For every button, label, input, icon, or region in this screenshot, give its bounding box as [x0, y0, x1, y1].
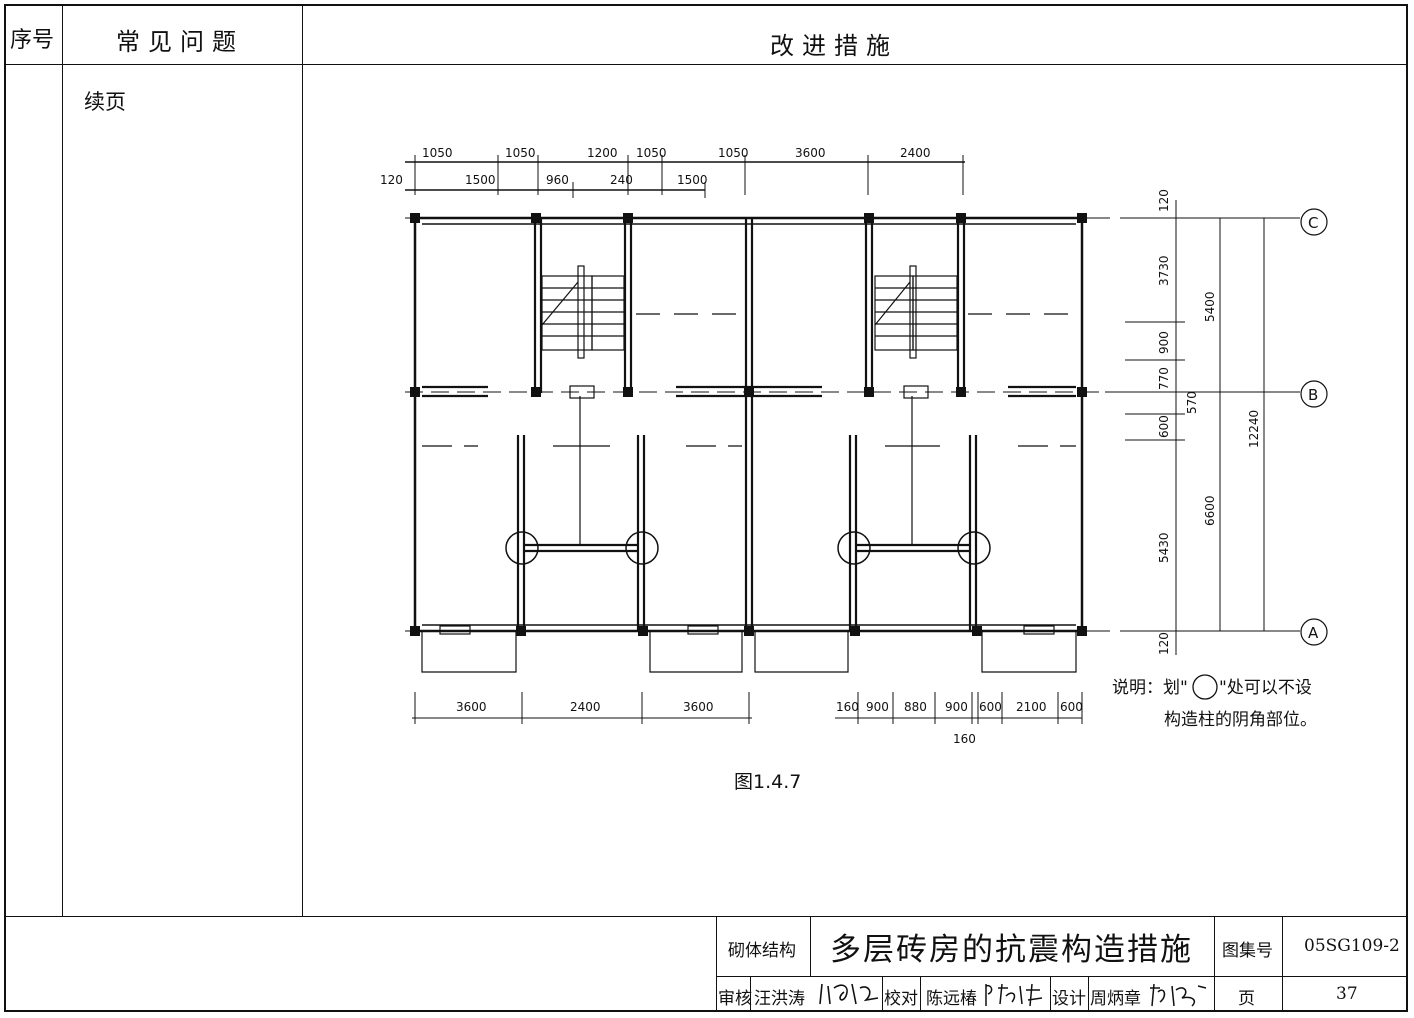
dim-top-6: 3600 [795, 146, 826, 160]
dim-bot-extra: 160 [953, 732, 976, 746]
tb-mid [716, 976, 1408, 977]
dim-top-1: 1050 [422, 146, 453, 160]
tb-atlas-label: 图集号 [1222, 941, 1273, 961]
dim-top2-5: 1500 [677, 173, 708, 187]
dim-bot-r1: 160 [836, 700, 859, 714]
tb-v3 [1282, 916, 1283, 1010]
header-no: 序号 [10, 28, 55, 53]
dim-right-6: 600 [1157, 415, 1171, 438]
dim-bot-r5: 600 [979, 700, 1002, 714]
tb-designer: 周炳章 [1090, 989, 1141, 1009]
figure-caption: 图1.4.7 [734, 771, 801, 793]
designer-signature [1150, 983, 1207, 1007]
note-line1-b: "处可以不设 [1219, 678, 1312, 698]
dim-bot-2: 2400 [570, 700, 601, 714]
dim-top-2: 1050 [505, 146, 536, 160]
tb-v2 [1214, 916, 1215, 1010]
tb-v8 [1088, 976, 1089, 1010]
dim-bot-r6: 2100 [1016, 700, 1047, 714]
note-line2: 构造柱的阴角部位。 [1164, 710, 1317, 730]
tb-v7 [1050, 976, 1051, 1010]
tb-left [716, 916, 717, 1010]
dim-top2-3: 960 [546, 173, 569, 187]
dim-bot-r7: 600 [1060, 700, 1083, 714]
drawing-frame [4, 4, 1408, 1012]
dim-right-5: 570 [1185, 391, 1199, 414]
dim-outer: 12240 [1247, 410, 1261, 448]
axis-c-label: C [1308, 214, 1318, 232]
dim-top-3: 1200 [587, 146, 618, 160]
dim-mid-1: 5400 [1203, 291, 1217, 322]
tb-checker: 陈远椿 [926, 989, 977, 1009]
titleblock-top [716, 916, 1408, 917]
dim-right-3: 900 [1157, 331, 1171, 354]
tb-v6 [920, 976, 921, 1010]
axis-a-label: A [1308, 624, 1319, 642]
dim-right-8: 120 [1157, 632, 1171, 655]
tb-page-no: 37 [1336, 984, 1358, 1004]
tb-v5 [882, 976, 883, 1010]
dim-top2-1: 120 [380, 173, 403, 187]
dim-top2-2: 1500 [465, 173, 496, 187]
axis-b-label: B [1308, 386, 1318, 404]
dim-bot-r2: 900 [866, 700, 889, 714]
dim-top-7: 2400 [900, 146, 931, 160]
header-problem: 常见问题 [116, 28, 244, 56]
note-line1-a: 说明：划" [1112, 678, 1188, 698]
col-divider-2 [302, 4, 303, 916]
page-bottom-top [4, 916, 716, 917]
dim-right-1: 120 [1157, 189, 1171, 212]
dim-top-5: 1050 [718, 146, 749, 160]
reviewer-signature [819, 983, 879, 1005]
tb-atlas-no: 05SG109-2 [1304, 936, 1400, 956]
tb-review-label: 审核 [718, 989, 752, 1009]
header-measure: 改进措施 [770, 32, 898, 60]
tb-title: 多层砖房的抗震构造措施 [830, 932, 1193, 968]
dim-right-4: 770 [1157, 367, 1171, 390]
checker-signature [985, 983, 1043, 1007]
header-divider [4, 64, 1408, 65]
dim-bot-r3: 880 [904, 700, 927, 714]
tb-v4 [750, 976, 751, 1010]
tb-reviewer: 汪洪涛 [754, 989, 805, 1009]
tb-check-label: 校对 [884, 989, 918, 1009]
tb-design-label: 设计 [1052, 989, 1086, 1009]
dim-bot-1: 3600 [456, 700, 487, 714]
continued-label: 续页 [84, 90, 126, 114]
dim-bot-3: 3600 [683, 700, 714, 714]
dim-mid-2: 6600 [1203, 495, 1217, 526]
tb-category: 砌体结构 [728, 941, 796, 961]
dim-right-2: 3730 [1157, 255, 1171, 286]
col-divider-1 [62, 4, 63, 916]
tb-page-label: 页 [1238, 989, 1255, 1009]
dim-top-4: 1050 [636, 146, 667, 160]
tb-v1 [810, 916, 811, 976]
dim-top2-4: 240 [610, 173, 633, 187]
dim-right-7: 5430 [1157, 532, 1171, 563]
dim-bot-r4: 900 [945, 700, 968, 714]
